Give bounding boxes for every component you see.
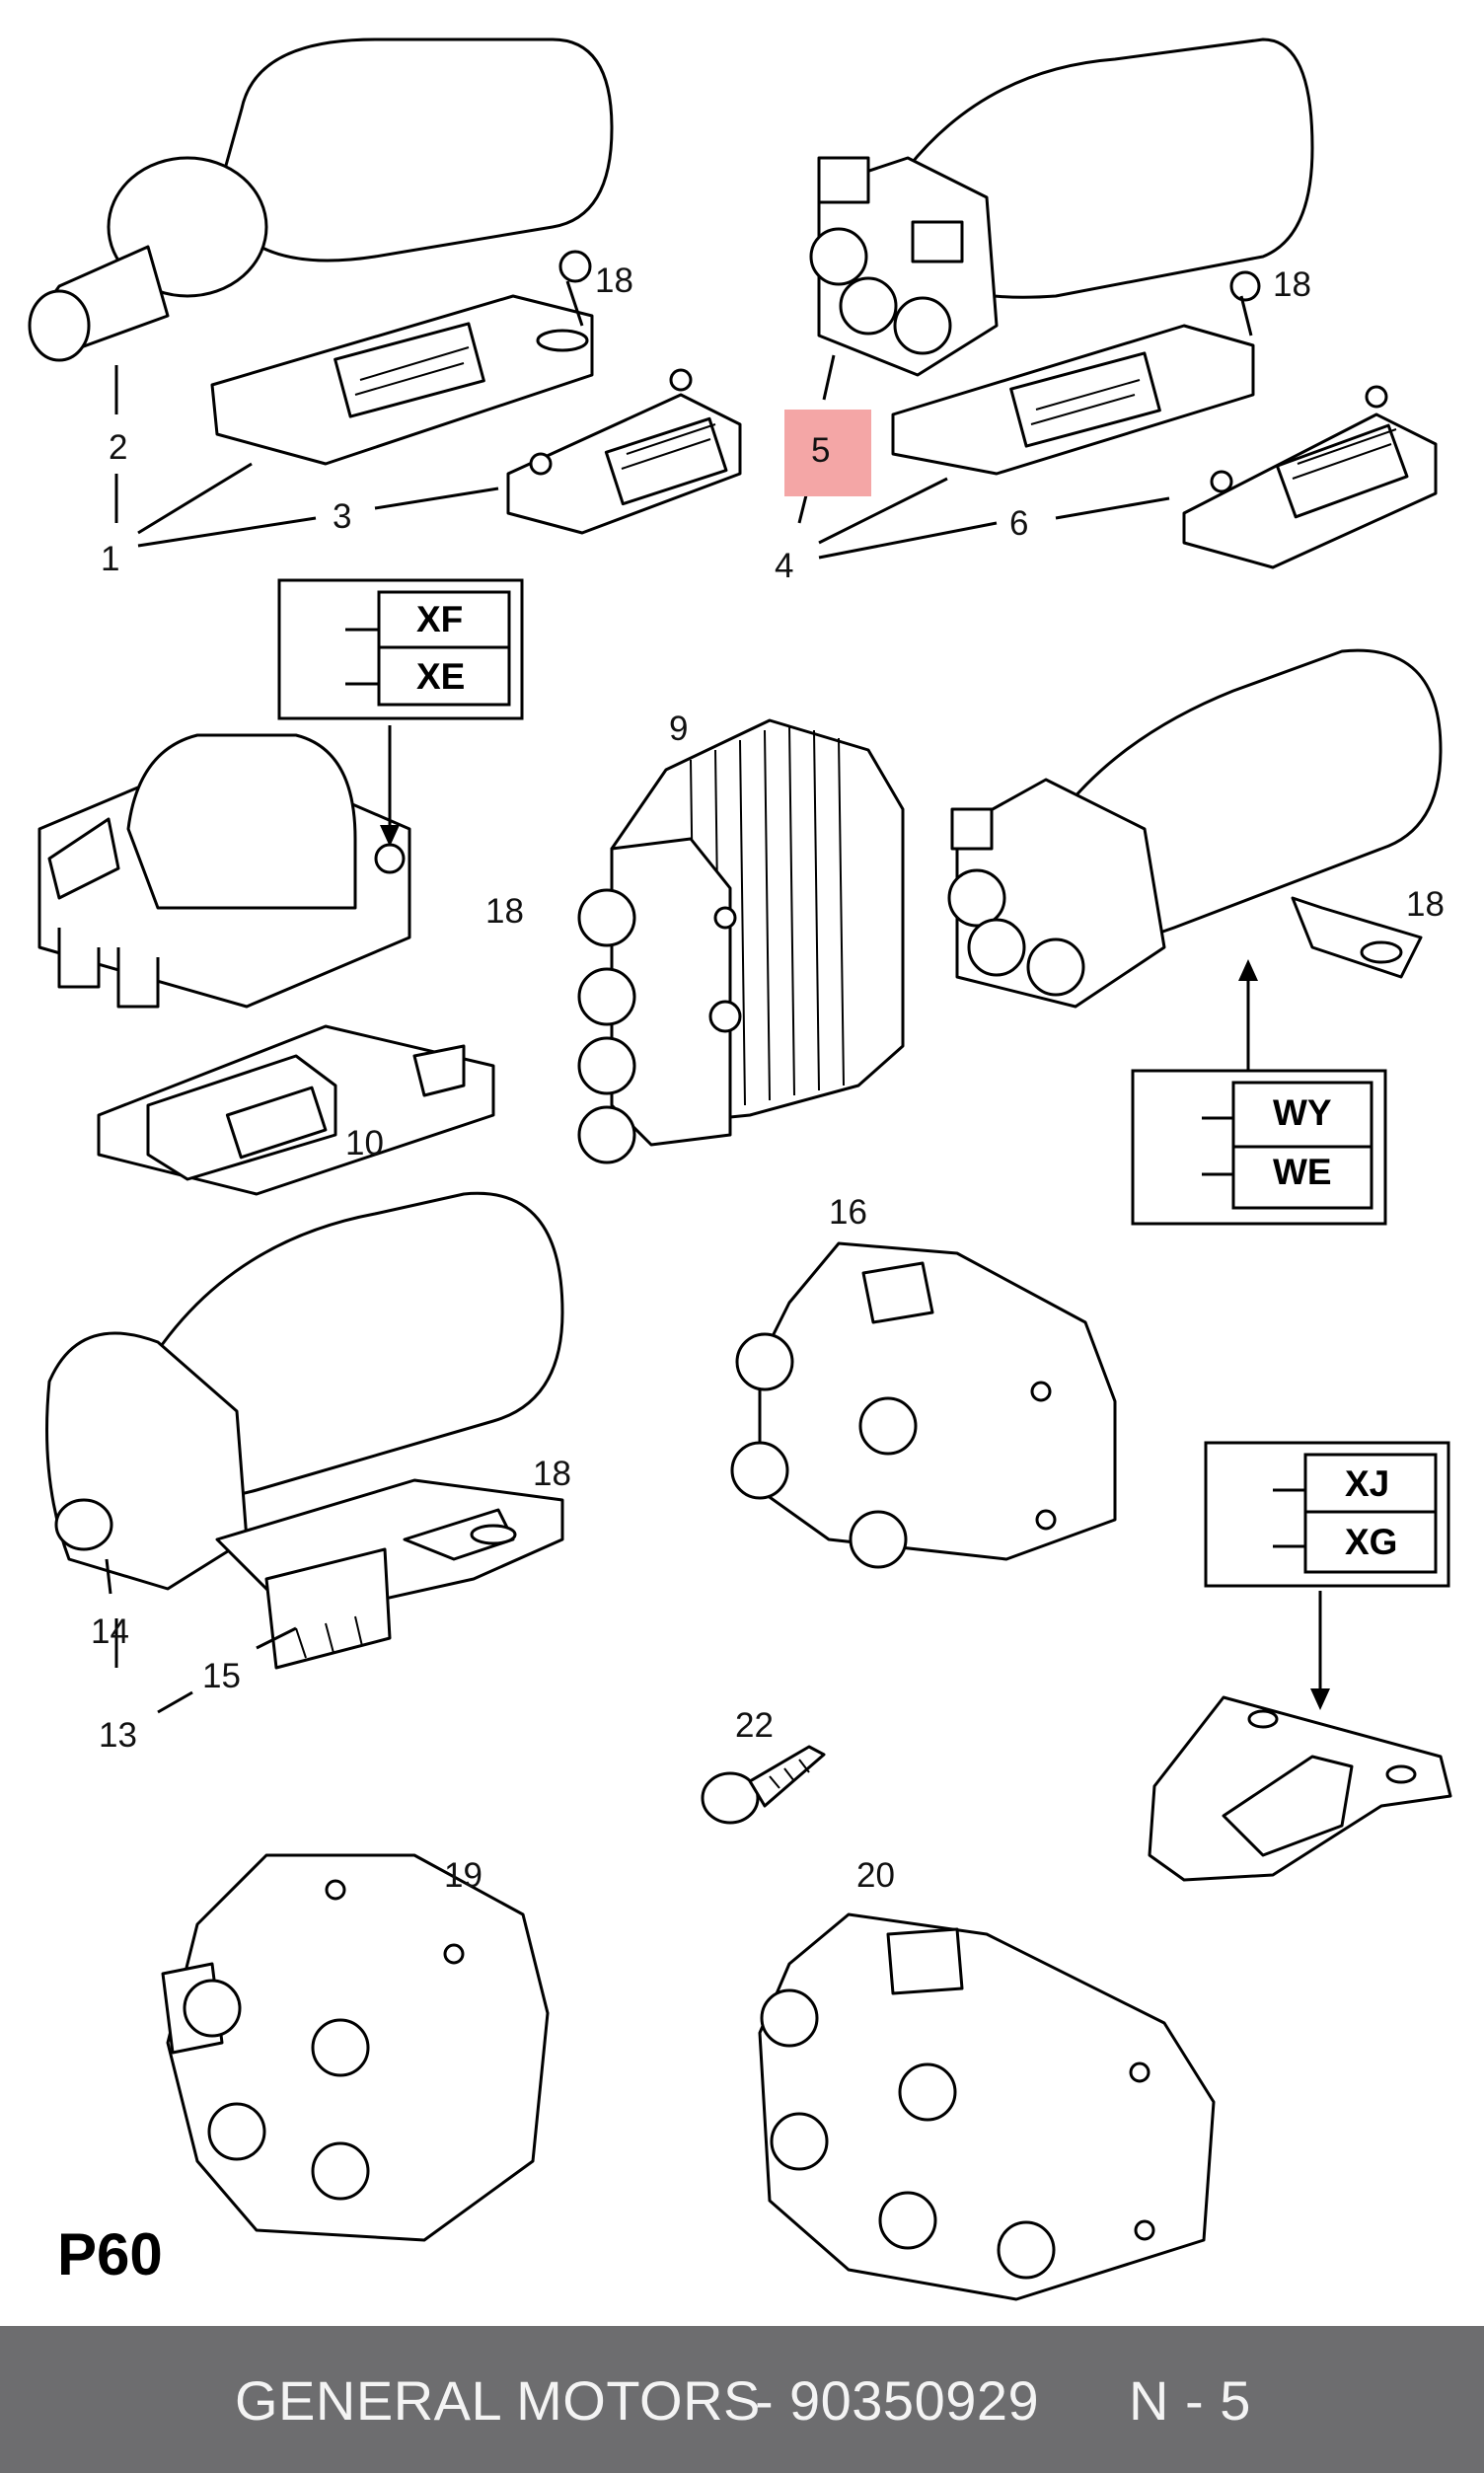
callout-19: 19 — [444, 1856, 482, 1895]
callout-3: 3 — [333, 497, 351, 536]
mounting-bracket-17-21 — [1148, 1695, 1452, 1882]
ignition-coil-11-12 — [947, 648, 1443, 1009]
footer-sheet: N - 5 — [1129, 2369, 1251, 2432]
page-label: P60 — [57, 2221, 163, 2287]
callout-6: 6 — [1009, 504, 1028, 543]
code-wy: WY — [1273, 1092, 1332, 1133]
callout-9: 9 — [669, 710, 688, 748]
callout-16: 16 — [829, 1193, 867, 1232]
ignition-module-3 — [506, 368, 742, 535]
parts-diagram: 1 2 3 4 5 6 7 8 9 10 11 12 13 14 15 16 1… — [28, 37, 1452, 2301]
callout-4: 4 — [775, 547, 793, 585]
dis-coil-9 — [577, 718, 905, 1164]
callout-20: 20 — [856, 1856, 895, 1895]
ignition-coil-7-8 — [37, 733, 411, 1009]
callout-2: 2 — [109, 428, 127, 467]
footer-part-number: 90350929 — [789, 2369, 1040, 2432]
leader-lines — [105, 354, 1330, 1714]
ignition-coil-assembly-4 — [809, 37, 1314, 476]
dis-module-16 — [730, 1241, 1117, 1569]
bolt-22 — [701, 1745, 826, 1825]
callout-15: 15 — [202, 1657, 241, 1695]
code-box-xj-xg: XJ XG — [1204, 1441, 1450, 1588]
dis-module-19 — [161, 1853, 550, 2242]
footer-bar — [0, 2326, 1484, 2473]
ignition-module-10 — [97, 1024, 495, 1196]
ignition-module-6 — [1182, 385, 1438, 569]
callout-22: 22 — [735, 1706, 774, 1745]
footer-separator: - — [755, 2369, 775, 2432]
callout-18c: 18 — [485, 892, 524, 931]
ignition-coil-assembly-1 — [28, 37, 614, 466]
code-xg: XG — [1345, 1522, 1397, 1562]
code-xf: XF — [416, 599, 463, 639]
code-xe: XE — [416, 656, 465, 697]
callout-18: 18 — [595, 262, 633, 300]
callout-18e: 18 — [533, 1455, 571, 1493]
callout-18b: 18 — [1273, 265, 1311, 304]
dis-module-20 — [758, 1912, 1216, 2301]
callout-5: 5 — [811, 431, 830, 470]
callout-14: 14 — [91, 1612, 129, 1651]
highlight-marker — [784, 410, 871, 496]
callout-18d: 18 — [1406, 885, 1445, 924]
code-we: WE — [1273, 1152, 1332, 1192]
callout-10: 10 — [345, 1124, 384, 1162]
footer-brand: GENERAL MOTORS — [235, 2369, 761, 2432]
callout-13: 13 — [99, 1716, 137, 1755]
ignition-coil-13 — [45, 1191, 564, 1670]
callout-1: 1 — [101, 540, 119, 578]
code-xj: XJ — [1345, 1463, 1389, 1504]
code-box-wy-we: WY WE — [1131, 1069, 1387, 1226]
code-box-xf-xe: XF XE — [277, 578, 524, 720]
